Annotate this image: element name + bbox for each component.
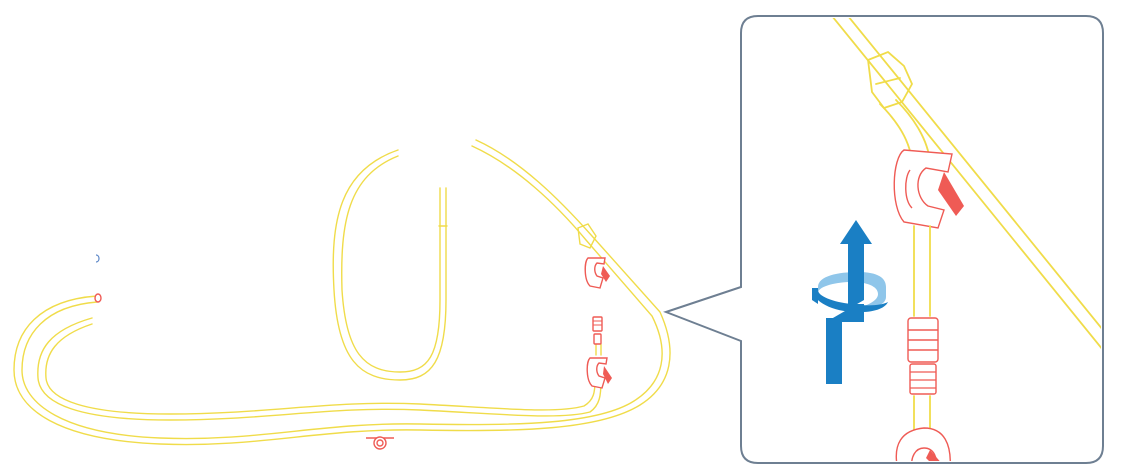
blue-end-cap [95, 254, 100, 263]
zoom-y-connector [867, 50, 914, 110]
zoom-luer-connector [907, 317, 939, 395]
twist-up-arrow-icon [812, 220, 888, 384]
zoom-diagonal-tube-b [847, 18, 1101, 331]
inner-tube-line-a [37, 317, 602, 421]
y-connector [577, 223, 597, 249]
inner-tube-line-b [45, 323, 596, 415]
luer-connector [592, 316, 603, 345]
u-loop-line-a [332, 149, 447, 381]
callout-border [663, 15, 1104, 464]
tube-open-end [94, 293, 102, 303]
outer-tube-line-a [13, 139, 671, 446]
zoom-y-connector-detail [875, 77, 901, 85]
zoom-lower-clamp [895, 427, 951, 461]
upper-clamp [584, 257, 610, 289]
zoom-diagonal-tube-a [831, 18, 1101, 351]
callout-contents [812, 18, 1101, 461]
zoom-callout [663, 15, 1104, 464]
lower-clamp [586, 357, 612, 389]
u-loop-line-b [341, 155, 441, 373]
tubing-set [13, 139, 671, 450]
zoom-upper-clamp [893, 149, 964, 229]
outer-tube-line-b [21, 145, 663, 440]
inline-injection-port [366, 436, 394, 450]
